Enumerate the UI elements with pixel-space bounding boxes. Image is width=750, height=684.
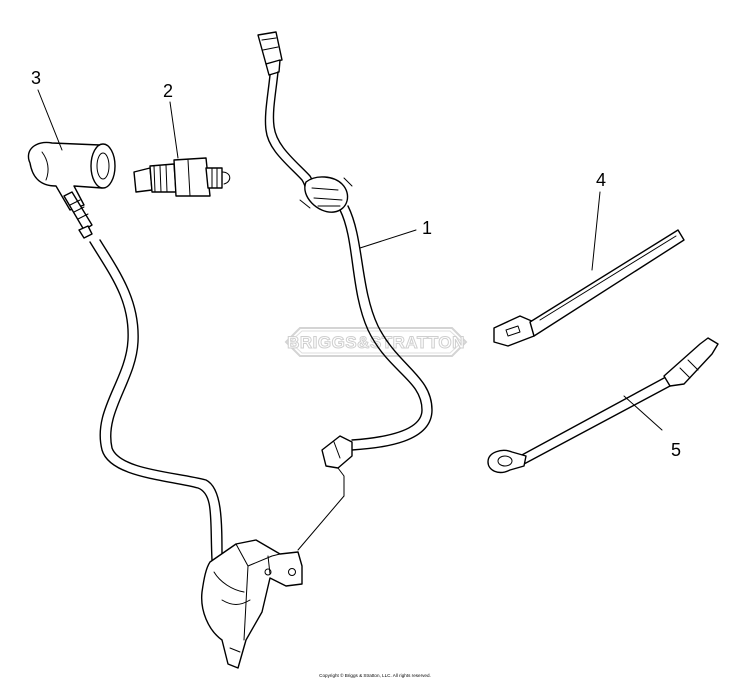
watermark-text: BRIGGS&STRATTON <box>287 333 465 352</box>
callout-2: 2 <box>163 81 173 101</box>
leader-lines <box>37 89 663 431</box>
callout-5: 5 <box>671 440 681 460</box>
copyright-notice: Copyright © Briggs & Stratton, LLC. All … <box>319 672 431 678</box>
wire-harness[interactable] <box>257 31 433 551</box>
callout-4: 4 <box>596 170 606 190</box>
ignition-armature[interactable] <box>201 539 303 669</box>
ground-wire[interactable] <box>487 337 719 474</box>
watermark: BRIGGS&STRATTON <box>284 327 468 357</box>
spark-plug-boot[interactable] <box>27 141 116 239</box>
spark-plug[interactable] <box>133 157 231 197</box>
callout-3: 3 <box>31 68 41 88</box>
cable-tie[interactable] <box>493 229 685 347</box>
callout-1: 1 <box>422 218 432 238</box>
ignition-lead <box>89 239 223 561</box>
